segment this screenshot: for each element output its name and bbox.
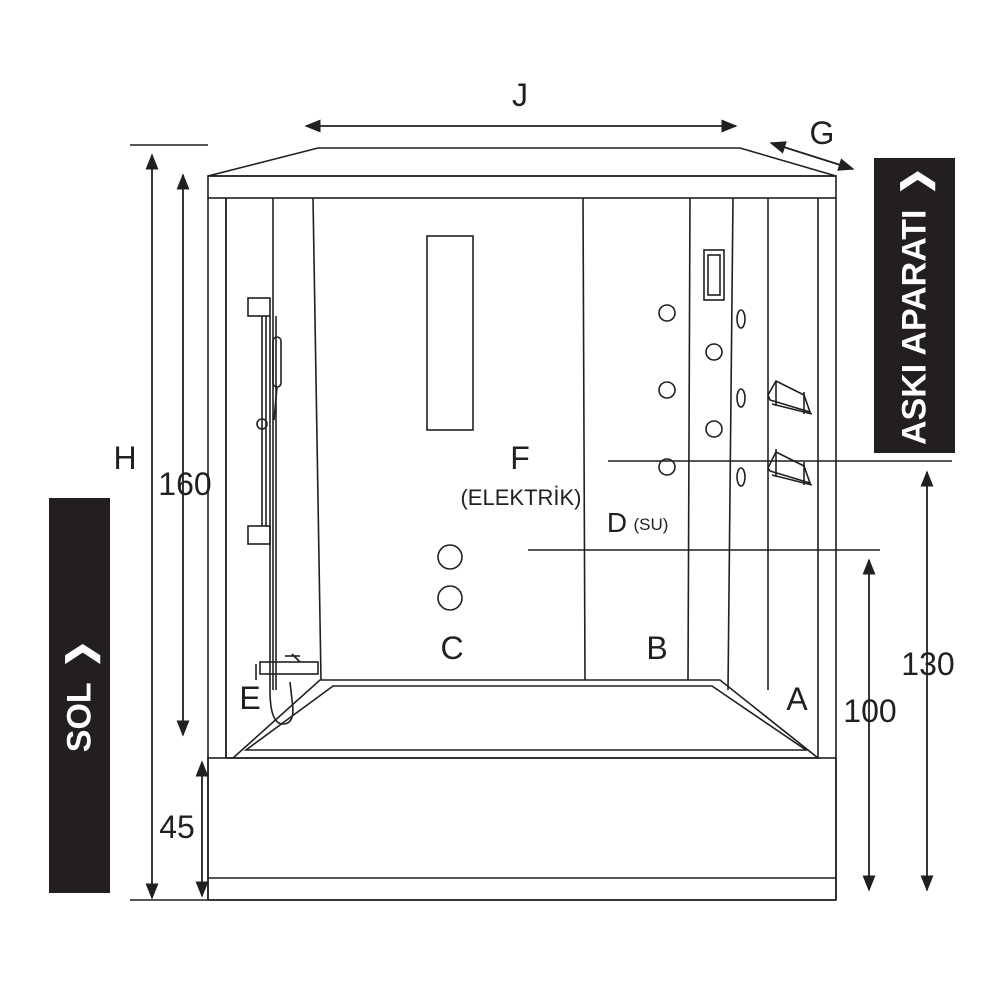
shower-tray xyxy=(207,679,837,901)
right-tab-label: ASKI APARATI xyxy=(895,209,933,445)
depth-label: G xyxy=(810,115,835,151)
body-jets xyxy=(658,304,746,487)
label-d: D xyxy=(607,507,627,538)
label-a: A xyxy=(786,681,808,717)
wall-panels xyxy=(225,197,769,759)
water-height-label: 100 xyxy=(843,693,896,729)
cabin-roof xyxy=(207,147,837,199)
cabin-frame xyxy=(207,198,837,900)
left-side-tab: SOL ❯ xyxy=(49,498,110,893)
label-f: F xyxy=(510,440,530,476)
label-e: E xyxy=(239,680,260,716)
width-label: J xyxy=(512,77,528,113)
corner-shelves xyxy=(767,379,813,486)
control-panel xyxy=(703,249,725,301)
cabin-height-label: 160 xyxy=(158,466,211,502)
label-c: C xyxy=(440,630,463,666)
shower-rail xyxy=(247,297,319,725)
light-panel xyxy=(426,235,474,431)
chevron-up-icon: ❯ xyxy=(60,639,99,668)
left-tab-label: SOL xyxy=(60,681,98,752)
electric-height-label: 130 xyxy=(901,646,954,682)
label-d-note: (SU) xyxy=(634,515,669,534)
right-side-tab: ASKI APARATI ❯ xyxy=(874,158,955,453)
label-b: B xyxy=(646,630,667,666)
tray-height-label: 45 xyxy=(159,809,195,845)
label-f-note: (ELEKTRİK) xyxy=(460,485,581,510)
back-jets xyxy=(437,544,463,611)
chevron-up-icon: ❯ xyxy=(895,166,934,196)
dimension-g-arrow xyxy=(769,141,855,171)
height-label: H xyxy=(113,440,136,476)
leader-lines xyxy=(130,144,952,901)
